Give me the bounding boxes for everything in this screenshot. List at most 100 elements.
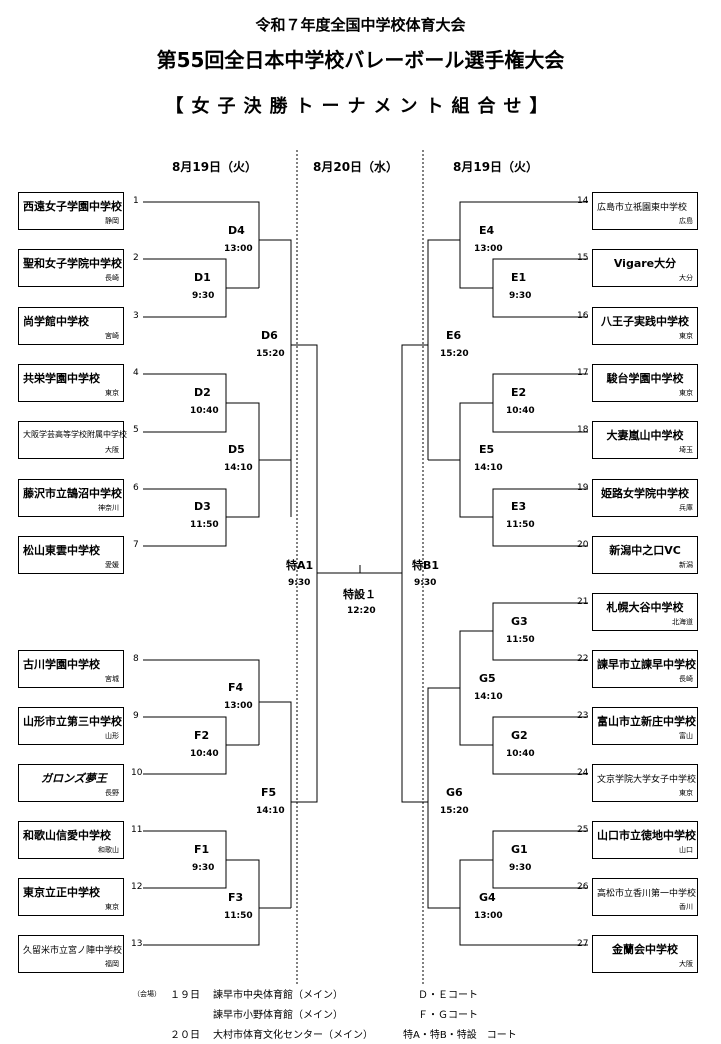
match-label-d2: D2 bbox=[194, 386, 211, 399]
seed-number: 10 bbox=[131, 768, 143, 778]
team-prefecture: 長崎 bbox=[679, 675, 693, 683]
team-prefecture: 兵庫 bbox=[679, 504, 693, 512]
footer-date-19: １９日 bbox=[170, 990, 200, 1001]
championship-title: 第55回全日本中学校バレーボール選手権大会 bbox=[156, 48, 565, 72]
match-time-final: 12:20 bbox=[347, 606, 376, 616]
seed-number: 20 bbox=[577, 540, 589, 550]
seed-number: 5 bbox=[133, 425, 139, 435]
team-box-13: 久留米市立宮ノ陣中学校 福岡 bbox=[18, 935, 124, 973]
match-label-d3: D3 bbox=[194, 500, 211, 513]
match-label-f1: F1 bbox=[194, 843, 210, 856]
team-name: 広島市立祇園東中学校 bbox=[597, 203, 688, 213]
event-title: 令和７年度全国中学校体育大会 bbox=[255, 16, 466, 34]
match-label-special-b1: 特B1 bbox=[412, 559, 440, 572]
seed-number: 23 bbox=[577, 711, 589, 721]
seed-number: 3 bbox=[133, 311, 139, 321]
date-right: 8月19日（火） bbox=[453, 160, 539, 174]
venue-tag: （会場） bbox=[133, 990, 161, 998]
team-name: 久留米市立宮ノ陣中学校 bbox=[23, 946, 123, 956]
seed-number: 11 bbox=[131, 825, 143, 835]
team-prefecture: 長崎 bbox=[105, 274, 119, 282]
team-prefecture: 埼玉 bbox=[679, 446, 693, 454]
team-name: 姫路女学院中学校 bbox=[601, 487, 689, 500]
match-time-g3: 11:50 bbox=[506, 635, 535, 645]
seed-number: 25 bbox=[577, 825, 589, 835]
match-label-d1: D1 bbox=[194, 271, 211, 284]
match-time-d3: 11:50 bbox=[190, 520, 219, 530]
team-box-18: 大妻嵐山中学校 埼玉 bbox=[592, 421, 698, 459]
team-prefecture: 宮崎 bbox=[105, 332, 119, 340]
seed-number: 26 bbox=[577, 882, 589, 892]
team-name: 山口市立徳地中学校 bbox=[597, 829, 696, 842]
seed-number: 15 bbox=[577, 253, 589, 263]
match-time-g4: 13:00 bbox=[474, 911, 503, 921]
seed-number: 16 bbox=[577, 311, 589, 321]
match-time-f1: 9:30 bbox=[192, 863, 215, 873]
seed-number: 17 bbox=[577, 368, 589, 378]
seed-number: 19 bbox=[577, 483, 589, 493]
team-name: 富山市立新庄中学校 bbox=[597, 715, 696, 728]
team-name: 和歌山信愛中学校 bbox=[23, 829, 111, 842]
match-label-g5: G5 bbox=[479, 672, 496, 685]
match-label-g1: G1 bbox=[511, 843, 528, 856]
match-label-f5: F5 bbox=[261, 786, 277, 799]
seed-number: 14 bbox=[577, 196, 589, 206]
seed-number: 24 bbox=[577, 768, 589, 778]
seed-number: 7 bbox=[133, 540, 139, 550]
team-prefecture: 東京 bbox=[105, 903, 119, 911]
team-prefecture: 静岡 bbox=[105, 217, 119, 225]
seed-number: 21 bbox=[577, 597, 589, 607]
seed-number: 27 bbox=[577, 939, 589, 949]
footer-venue-2: 諫早市小野体育館（メイン） bbox=[213, 1010, 343, 1021]
team-prefecture: 宮城 bbox=[105, 675, 119, 683]
footer-court-2: Ｆ・Ｇコート bbox=[418, 1010, 478, 1021]
seed-number: 9 bbox=[133, 711, 139, 721]
match-label-special-a1: 特A1 bbox=[286, 559, 314, 572]
seed-number: 13 bbox=[131, 939, 143, 949]
match-label-e4: E4 bbox=[479, 224, 495, 237]
match-time-d6: 15:20 bbox=[256, 349, 285, 359]
match-label-f4: F4 bbox=[228, 681, 244, 694]
date-center: 8月20日（水） bbox=[313, 160, 399, 174]
match-label-e2: E2 bbox=[511, 386, 527, 399]
team-prefecture: 東京 bbox=[679, 332, 693, 340]
team-box-2: 聖和女子学院中学校 長崎 bbox=[18, 249, 124, 287]
team-box-10: ガロンズ夢王 長野 bbox=[18, 764, 124, 802]
team-name: ガロンズ夢王 bbox=[41, 772, 107, 785]
seed-number: 18 bbox=[577, 425, 589, 435]
match-label-g4: G4 bbox=[479, 891, 496, 904]
match-time-e6: 15:20 bbox=[440, 349, 469, 359]
team-box-17: 駿台学園中学校 東京 bbox=[592, 364, 698, 402]
match-label-g6: G6 bbox=[446, 786, 463, 799]
team-box-22: 諫早市立諫早中学校 長崎 bbox=[592, 650, 698, 688]
team-prefecture: 東京 bbox=[105, 389, 119, 397]
team-prefecture: 香川 bbox=[679, 903, 693, 911]
match-label-d4: D4 bbox=[228, 224, 245, 237]
team-box-24: 文京学院大学女子中学校 東京 bbox=[592, 764, 698, 802]
match-label-e1: E1 bbox=[511, 271, 527, 284]
match-time-e5: 14:10 bbox=[474, 463, 503, 473]
match-time-e3: 11:50 bbox=[506, 520, 535, 530]
team-box-23: 富山市立新庄中学校 富山 bbox=[592, 707, 698, 745]
team-name: 共栄学園中学校 bbox=[23, 372, 100, 385]
team-prefecture: 北海道 bbox=[672, 618, 693, 626]
footer-venue-3: 大村市体育文化センター（メイン） bbox=[213, 1030, 373, 1041]
team-name: 藤沢市立鵠沼中学校 bbox=[23, 487, 122, 500]
footer-date-20: ２０日 bbox=[170, 1030, 200, 1041]
match-time-f4: 13:00 bbox=[224, 701, 253, 711]
match-time-d4: 13:00 bbox=[224, 244, 253, 254]
team-name: 駿台学園中学校 bbox=[606, 372, 684, 385]
match-time-g6: 15:20 bbox=[440, 806, 469, 816]
footer-venue-1: 諫早市中央体育館（メイン） bbox=[213, 990, 343, 1001]
team-name: 山形市立第三中学校 bbox=[23, 715, 122, 728]
match-label-e3: E3 bbox=[511, 500, 527, 513]
team-box-19: 姫路女学院中学校 兵庫 bbox=[592, 479, 698, 517]
match-label-f3: F3 bbox=[228, 891, 244, 904]
team-prefecture: 大阪 bbox=[679, 960, 693, 968]
match-time-d1: 9:30 bbox=[192, 291, 215, 301]
seed-number: 2 bbox=[133, 253, 139, 263]
match-label-f2: F2 bbox=[194, 729, 210, 742]
bracket-title: 【女子決勝トーナメント組合せ】 bbox=[165, 96, 556, 117]
match-label-final: 特設１ bbox=[343, 588, 376, 601]
